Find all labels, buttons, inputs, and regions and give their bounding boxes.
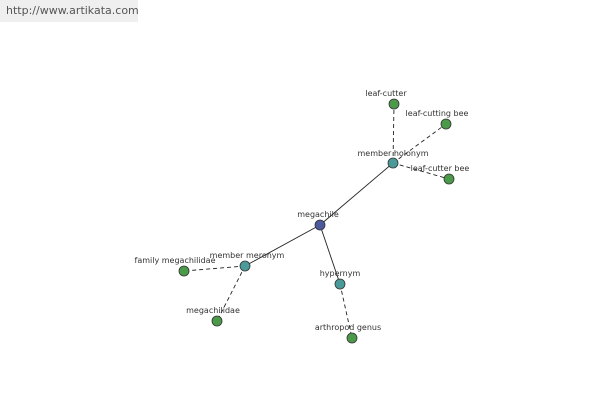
node-label-megachilidae: megachilidae [186,306,240,315]
node-member-meronym[interactable]: member meronym [210,251,285,272]
edge-member-holonym-to-leaf-cutter [392,103,395,164]
node-leaf-cutting-bee[interactable]: leaf-cutting bee [406,109,469,130]
node-circle-family-megachilidae[interactable] [178,265,190,277]
node-arthropod-genus[interactable]: arthropod genus [315,323,381,344]
node-label-hypernym: hypernym [320,269,361,278]
edge-megachile-to-hypernym [319,224,341,285]
node-circle-leaf-cutter-bee[interactable] [443,173,455,185]
watermark-url: http://www.artikata.com [0,0,139,22]
edge-hypernym-to-arthropod-genus [339,283,353,339]
node-circle-hypernym[interactable] [334,278,346,290]
edge-megachile-to-member-holonym [319,162,394,226]
node-label-leaf-cutter-bee: leaf-cutter bee [411,164,470,173]
node-label-leaf-cutting-bee: leaf-cutting bee [406,109,469,118]
node-circle-megachile[interactable] [314,219,326,231]
node-label-family-megachilidae: family megachilidae [135,256,216,265]
node-label-member-holonym: member holonym [357,149,428,158]
node-label-leaf-cutter: leaf-cutter [365,89,407,98]
node-circle-member-holonym[interactable] [387,157,399,169]
edge-member-holonym-to-leaf-cutting-bee [392,123,447,164]
node-megachilidae[interactable]: megachilidae [186,306,240,327]
node-family-megachilidae[interactable]: family megachilidae [135,256,216,277]
node-label-arthropod-genus: arthropod genus [315,323,381,332]
edge-member-holonym-to-leaf-cutter-bee [392,162,450,180]
nodes-layer: megachile member holonym member meronym hyp… [135,89,470,344]
node-label-megachile: megachile [297,210,339,219]
node-label-member-meronym: member meronym [210,251,285,260]
edge-member-meronym-to-family-megachilidae [183,265,246,272]
edge-member-meronym-to-megachilidae [216,265,246,322]
node-leaf-cutter-bee[interactable]: leaf-cutter bee [411,164,470,185]
node-member-holonym[interactable]: member holonym [357,149,429,169]
node-megachile[interactable]: megachile [297,210,339,231]
node-leaf-cutter[interactable]: leaf-cutter [365,89,407,110]
node-hypernym[interactable]: hypernym [320,269,361,290]
node-circle-leaf-cutter[interactable] [388,98,400,110]
node-circle-member-meronym[interactable] [239,260,251,272]
node-circle-megachilidae[interactable] [211,315,223,327]
node-circle-leaf-cutting-bee[interactable] [440,118,452,130]
edges-layer [183,103,450,339]
edge-megachile-to-member-meronym [244,224,321,267]
node-circle-arthropod-genus[interactable] [346,332,358,344]
